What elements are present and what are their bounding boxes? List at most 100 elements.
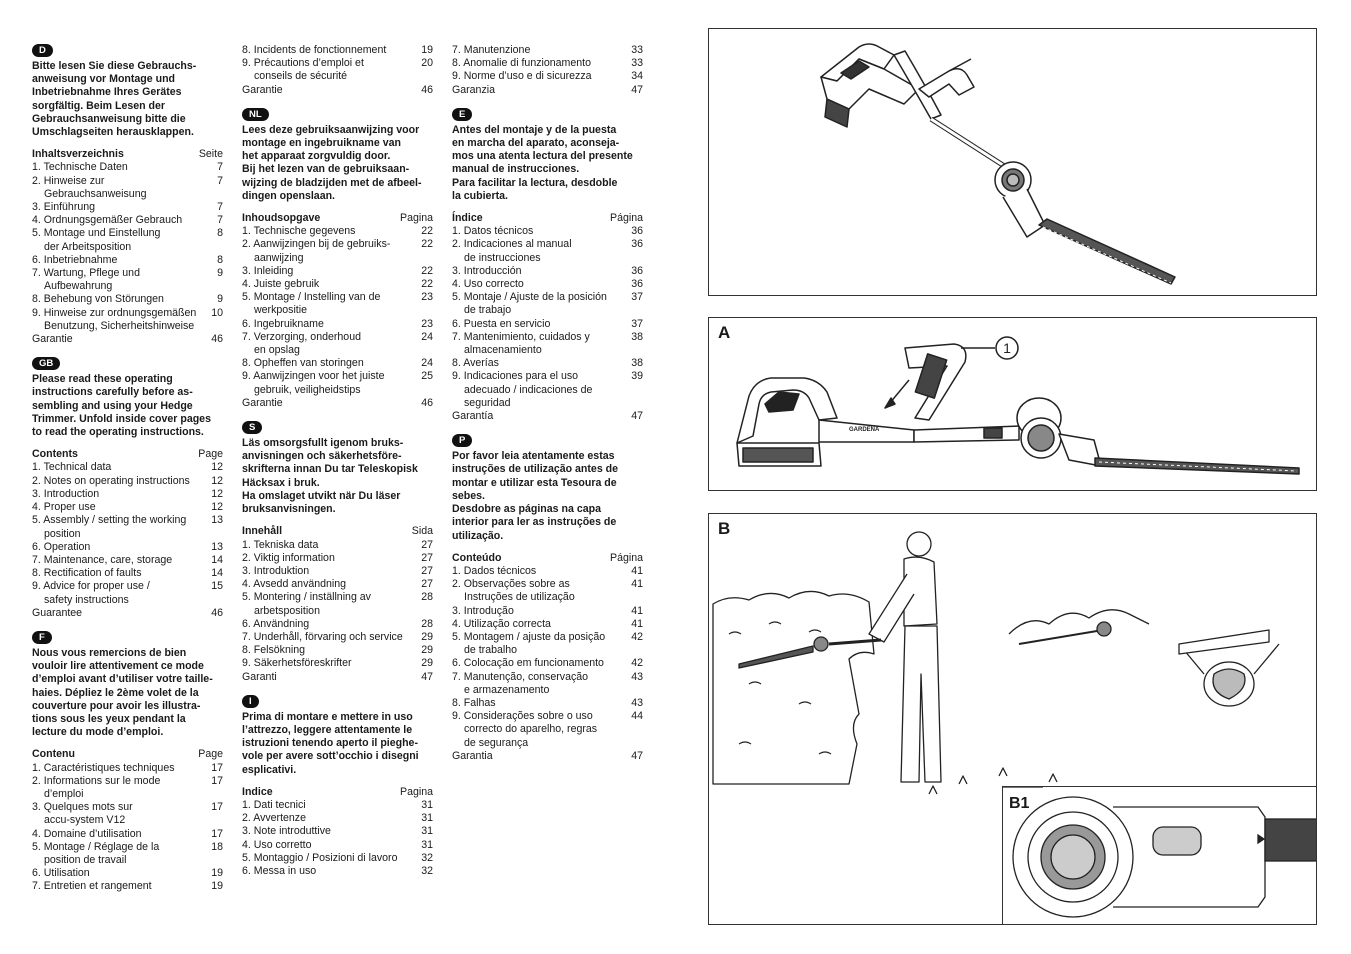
toc-entry-page: 38 [631,330,643,343]
toc-entry[interactable]: 2. Aanwijzingen bij de gebruiks-aanwijzi… [242,238,433,264]
language-badge: F [32,630,52,644]
toc-entry-page: 22 [421,278,433,291]
toc-entry-continuation: Aufbewahrung [44,280,113,293]
toc-entry-continuation: gebruik, veiligheidstips [254,383,361,396]
toc-entry-title: 1. Datos técnicos [452,225,534,238]
toc-entry-page: 47 [421,670,433,683]
toc-entry-continuation: Benutzung, Sicherheitshinweise [44,319,195,332]
toc-title: Conteúdo [452,551,502,564]
toc-entry-title: 5. Montagem / ajuste da posição [452,630,606,643]
toc-entry[interactable]: 9. Advice for proper use /safety instruc… [32,580,223,606]
toc-entry-page: 14 [211,553,223,566]
toc-entry-page: 22 [421,238,433,251]
toc-entry-title: 2. Avvertenze [242,812,306,825]
intro-line: Bij het lezen van de gebruiksaan- [242,163,410,176]
toc-entry-continuation: e armazenamento [464,683,550,696]
toc-entry-page: 29 [421,644,433,657]
intro-line: anvisningen och säkerhetsföre- [242,450,402,463]
toc-entry-title: 7. Underhåll, förvaring och service [242,630,403,643]
intro-line: d’emploi avant d’utiliser votre taille- [32,673,213,686]
